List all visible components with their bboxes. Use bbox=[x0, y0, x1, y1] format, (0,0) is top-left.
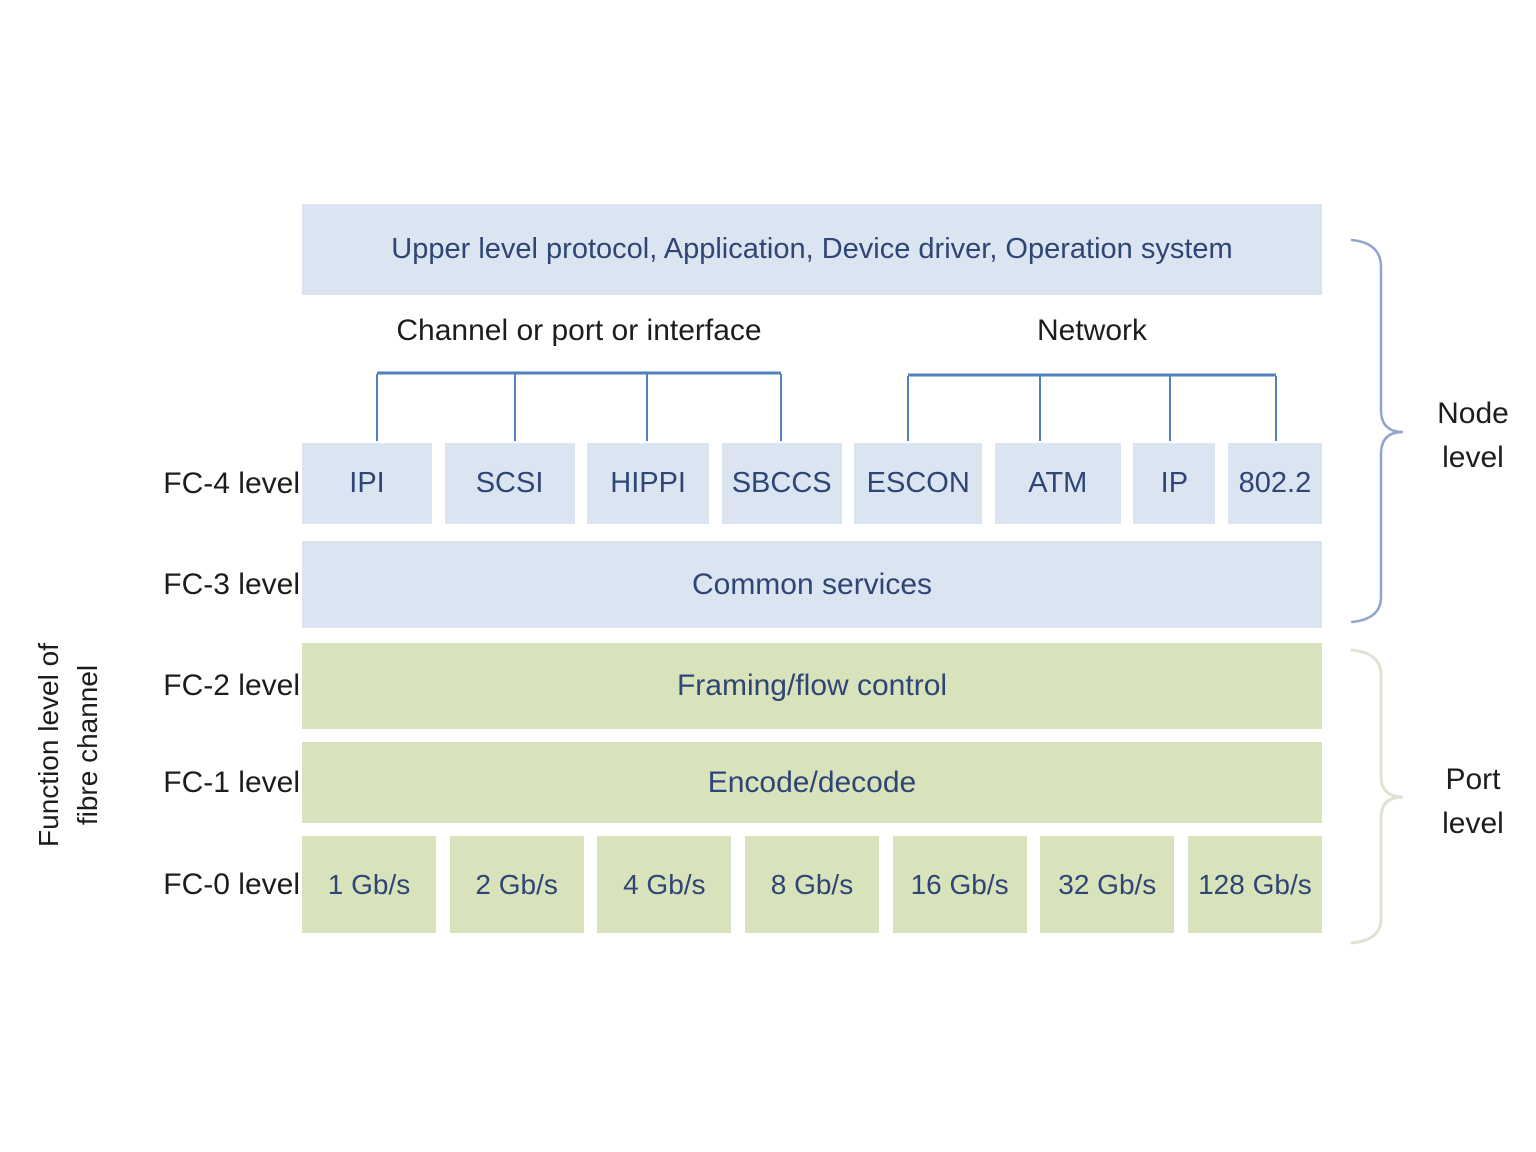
fc0-box-2gbs: 2 Gb/s bbox=[449, 836, 584, 933]
fc4-box-hippi: HIPPI bbox=[587, 443, 710, 524]
fc4-protocol-row: IPI SCSI HIPPI SBCCS ESCON ATM IP 802.2 bbox=[302, 443, 1322, 524]
fc0-box-1gbs: 1 Gb/s bbox=[302, 836, 436, 933]
fc0-box-32gbs: 32 Gb/s bbox=[1040, 836, 1175, 933]
fc1-encode-decode-box: Encode/decode bbox=[302, 742, 1322, 823]
fc4-box-scsi: SCSI bbox=[444, 443, 575, 524]
fc0-box-8gbs: 8 Gb/s bbox=[744, 836, 879, 933]
fc4-box-ipi: IPI bbox=[302, 443, 432, 524]
fc4-box-8022: 802.2 bbox=[1227, 443, 1322, 524]
network-group-label: Network bbox=[1036, 314, 1148, 347]
channel-group-label: Channel or port or interface bbox=[396, 314, 762, 347]
function-level-axis-label: Function level of fibre channel bbox=[29, 585, 107, 905]
network-bracket-drops bbox=[907, 376, 1277, 441]
fc3-level-label: FC-3 level bbox=[163, 567, 300, 601]
function-level-axis-line2: fibre channel bbox=[72, 664, 103, 826]
fc4-box-escon: ESCON bbox=[854, 443, 983, 524]
fc4-box-sbccs: SBCCS bbox=[721, 443, 842, 524]
function-level-axis-line1: Function level of bbox=[33, 643, 64, 847]
upper-level-protocol-text: Upper level protocol, Application, Devic… bbox=[391, 233, 1233, 265]
port-level-brace bbox=[1350, 648, 1404, 945]
fc2-framing-flow-control-box: Framing/flow control bbox=[302, 643, 1322, 729]
channel-bracket-drops bbox=[376, 374, 782, 441]
fc2-level-label: FC-2 level bbox=[163, 669, 300, 702]
fc3-common-services-box: Common services bbox=[302, 541, 1322, 628]
fc0-box-16gbs: 16 Gb/s bbox=[892, 836, 1027, 933]
fc0-speed-row: 1 Gb/s 2 Gb/s 4 Gb/s 8 Gb/s 16 Gb/s 32 G… bbox=[302, 836, 1322, 933]
port-level-label: Port level bbox=[1442, 763, 1504, 840]
fc4-level-label: FC-4 level bbox=[163, 466, 300, 500]
fc4-box-ip: IP bbox=[1133, 443, 1216, 524]
fc0-box-128gbs: 128 Gb/s bbox=[1187, 836, 1322, 933]
node-level-brace bbox=[1350, 238, 1404, 624]
fc1-level-label: FC-1 level bbox=[163, 765, 300, 799]
fc4-box-atm: ATM bbox=[994, 443, 1121, 524]
node-level-label: Node level bbox=[1437, 397, 1509, 474]
fc0-box-4gbs: 4 Gb/s bbox=[597, 836, 732, 933]
fc0-level-label: FC-0 level bbox=[163, 867, 300, 901]
upper-level-protocol-box: Upper level protocol, Application, Devic… bbox=[302, 204, 1322, 295]
